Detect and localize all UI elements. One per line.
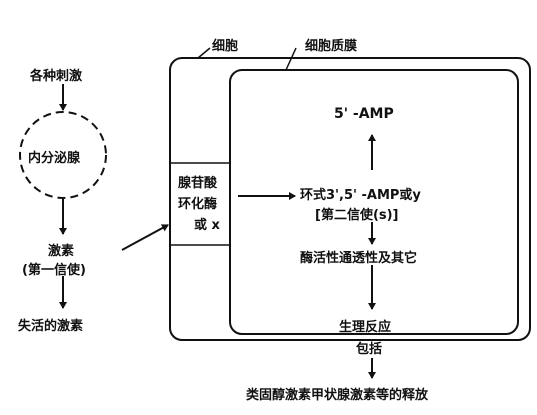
cell-membrane-label: 细胞质膜 <box>305 39 358 54</box>
enzyme-box <box>169 162 231 246</box>
inactive-hormone-label: 失活的激素 <box>18 319 84 334</box>
enzyme-label-line1: 腺苷酸 <box>178 176 218 191</box>
enzyme-activity-label: 酶活性通透性及其它 <box>300 251 418 266</box>
cell-label: 细胞 <box>212 39 239 54</box>
endocrine-gland-label: 内分泌腺 <box>28 151 81 166</box>
endocrine-gland-circle <box>19 111 107 199</box>
camp-label: 环式3',5' -AMP或y <box>300 188 421 203</box>
enzyme-label-line2: 环化酶 <box>178 197 218 212</box>
enzyme-label-line3: 或 x <box>194 218 220 233</box>
membrane-label-leader <box>285 47 297 71</box>
second-messenger-label: [第二信使(s)] <box>315 208 399 223</box>
first-messenger-label: (第一信使) <box>22 263 86 278</box>
cell-label-leader <box>197 47 211 59</box>
amp-5-label: 5' -AMP <box>334 106 394 122</box>
arrow-hormone-to-enzyme <box>121 224 169 251</box>
hormone-label: 激素 <box>48 244 75 259</box>
release-label: 类固醇激素甲状腺激素等的释放 <box>246 388 429 403</box>
including-label: 包括 <box>356 342 383 357</box>
physiological-response-label: 生理反应 <box>339 320 392 335</box>
stimuli-label: 各种刺激 <box>30 69 83 84</box>
